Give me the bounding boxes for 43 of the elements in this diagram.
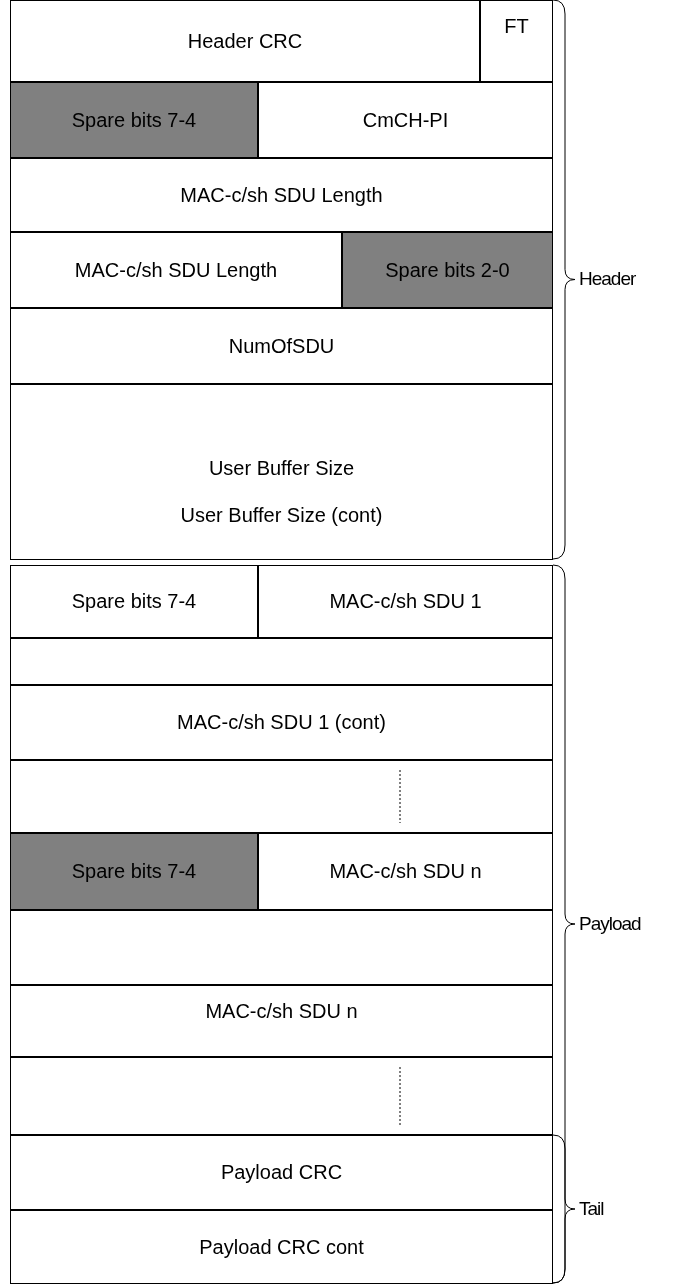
section-label: Tail — [579, 1197, 604, 1220]
field-label: Spare bits 7-4 — [71, 108, 197, 132]
field-cell — [258, 82, 553, 158]
field-cell — [258, 833, 553, 910]
field-cell — [10, 308, 553, 384]
field-label: MAC-c/sh SDU 1 — [329, 590, 482, 613]
field-cell — [10, 232, 342, 308]
field-label: User Buffer Size (cont) — [180, 504, 383, 527]
field-cell — [10, 0, 480, 82]
field-label: Header CRC — [187, 29, 303, 53]
empty-cell — [10, 1057, 553, 1135]
section-label: Header — [579, 268, 636, 290]
field-label: MAC-c/sh SDU n — [205, 1000, 358, 1023]
field-cell — [10, 565, 258, 638]
field-cell — [10, 685, 553, 760]
field-label: Spare bits 7-4 — [71, 860, 197, 883]
field-cell — [10, 985, 553, 1057]
empty-cell — [10, 638, 553, 685]
field-cell — [10, 1135, 553, 1210]
field-cell — [10, 1210, 553, 1284]
spare-field-cell — [10, 82, 258, 158]
section-label: Payload — [579, 912, 641, 935]
field-label: FT — [504, 15, 529, 38]
field-label: Spare bits 7-4 — [71, 590, 197, 613]
spare-field-cell — [10, 833, 258, 910]
field-cell — [10, 384, 553, 490]
spare-field-cell — [342, 232, 553, 308]
field-cell — [258, 565, 553, 638]
field-label: MAC-c/sh SDU Length — [74, 258, 278, 282]
field-label: Payload CRC cont — [199, 1235, 364, 1259]
field-label: NumOfSDU — [228, 334, 335, 358]
field-label: CmCH-PI — [362, 108, 449, 132]
field-label: User Buffer Size — [208, 457, 355, 480]
field-label: Payload CRC — [220, 1161, 343, 1184]
field-label: MAC-c/sh SDU n — [329, 860, 482, 883]
field-label: MAC-c/sh SDU Length — [180, 183, 383, 207]
empty-cell — [10, 760, 553, 833]
field-cell — [10, 158, 553, 232]
field-cell — [480, 0, 553, 82]
field-cell — [10, 490, 553, 560]
field-label: MAC-c/sh SDU 1 (cont) — [177, 711, 386, 734]
field-label: Spare bits 2-0 — [385, 258, 510, 282]
empty-cell — [10, 910, 553, 985]
